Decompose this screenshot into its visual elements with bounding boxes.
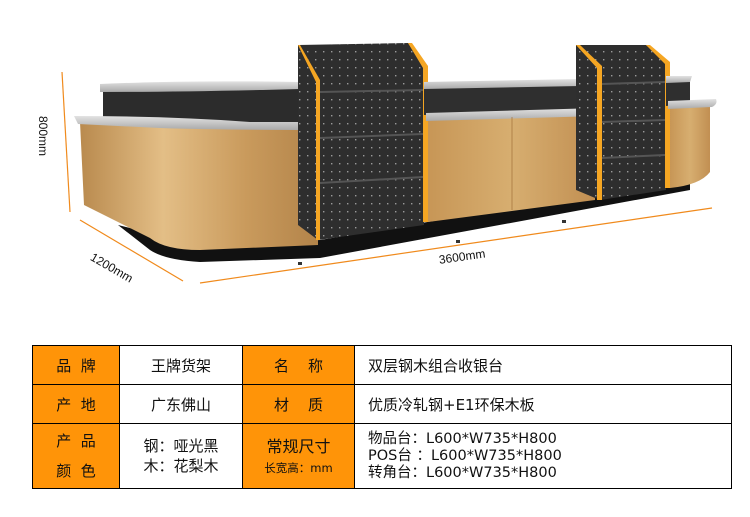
product-color-value: 钢：哑光黑 木：花梨木	[119, 423, 243, 489]
cell-text: 转角台：L600*W735*H800	[368, 464, 557, 481]
standard-size-label: 常规尺寸 长宽高：mm	[242, 423, 355, 489]
cell-text: 钢：哑光黑	[143, 437, 219, 455]
cell-text: 物品台：L600*W735*H800	[368, 430, 557, 447]
height-dimension-label: 800mm	[36, 116, 50, 157]
origin-label: 产 地	[32, 384, 120, 424]
cell-text: 长宽高：mm	[264, 461, 333, 475]
product-image: 800mm 1200mm 3600mm	[36, 43, 717, 285]
spec-table: 品 牌 王牌货架 名 称 双层钢木组合收银台 产 地 广东佛山 材 质 优质冷轧…	[32, 345, 732, 489]
product-color-label: 产 品 颜 色	[32, 423, 120, 489]
cell-text: 常规尺寸	[266, 437, 331, 456]
standard-size-value: 物品台：L600*W735*H800 POS台 ：L600*W735*H800 …	[354, 423, 732, 489]
cell-text: 材 质	[273, 395, 324, 414]
table-row: 产 地 广东佛山 材 质 优质冷轧钢+E1环保木板	[32, 384, 732, 424]
cell-text: 双层钢木组合收银台	[368, 356, 504, 375]
cell-text: 木：花梨木	[143, 457, 219, 475]
cell-text: 广东佛山	[150, 395, 211, 414]
cell-text: 产 品	[56, 432, 96, 450]
cell-text: 颜 色	[56, 462, 96, 480]
cell-text: 王牌货架	[150, 356, 211, 375]
cell-text: 产 地	[56, 395, 96, 414]
name-value: 双层钢木组合收银台	[354, 345, 732, 385]
cell-text: 名 称	[273, 356, 324, 375]
brand-value: 王牌货架	[119, 345, 243, 385]
origin-value: 广东佛山	[119, 384, 243, 424]
cell-text: 品 牌	[56, 356, 96, 375]
name-label: 名 称	[242, 345, 355, 385]
cell-text: 优质冷轧钢+E1环保木板	[368, 395, 535, 414]
brand-label: 品 牌	[32, 345, 120, 385]
checkout-counter-illustration	[61, 43, 717, 284]
material-value: 优质冷轧钢+E1环保木板	[354, 384, 732, 424]
cell-text: POS台 ：L600*W735*H800	[368, 447, 562, 464]
material-label: 材 质	[242, 384, 355, 424]
table-row: 品 牌 王牌货架 名 称 双层钢木组合收银台	[32, 345, 732, 385]
table-row: 产 品 颜 色 钢：哑光黑 木：花梨木 常规尺寸 长宽高：mm 物品台：L600…	[32, 423, 732, 489]
